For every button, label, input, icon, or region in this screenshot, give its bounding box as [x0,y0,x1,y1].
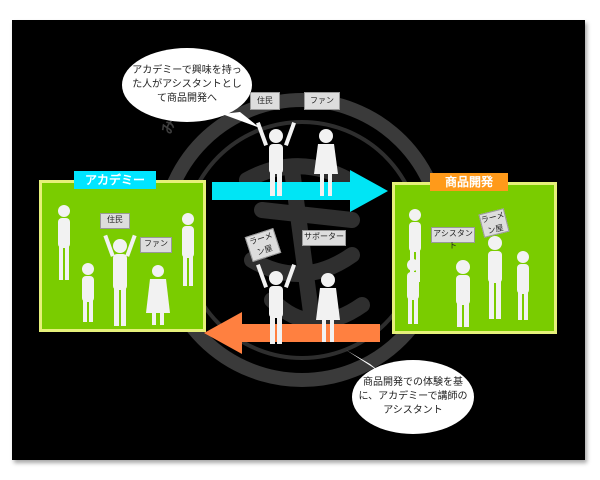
arrow-left [204,312,380,354]
academy-people [58,205,194,326]
speech-bubble-top: アカデミーで興味を持った人がアシスタントとして商品開発へ [122,48,252,122]
sign-top-left: 住民 [250,92,280,110]
arrow-right [212,170,388,212]
bubble-bottom-tail [346,350,380,372]
top-figures [256,122,338,196]
speech-bubble-bottom: 商品開発での体験を基に、アカデミーで講師のアシスタント [352,360,474,434]
product-people [407,209,529,327]
sign-product-right: ラーメン屋 [478,208,510,238]
sign-academy-right: ファン [140,237,172,253]
sign-academy-left: 住民 [100,213,130,229]
diagram-slide: みんなの酒田 アカデミーで興味を持った人がアシスタントとして商品開発へ 商品開発… [12,20,585,460]
sign-product-left: アシスタント [431,227,475,250]
sign-mid-right: サポーター [302,230,346,246]
academy-box: 住民 ファン [39,180,206,332]
middle-figures [256,264,340,344]
sign-top-right: ファン [304,92,340,110]
bubble-bottom-text: 商品開発での体験を基に、アカデミーで講師のアシスタント [358,377,468,416]
product-box: アシスタント ラーメン屋 [392,182,557,334]
bubble-top-text: アカデミーで興味を持った人がアシスタントとして商品開発へ [132,65,242,104]
academy-label: アカデミー [74,171,156,189]
bubble-top-tail [222,112,260,128]
product-label: 商品開発 [430,173,508,191]
